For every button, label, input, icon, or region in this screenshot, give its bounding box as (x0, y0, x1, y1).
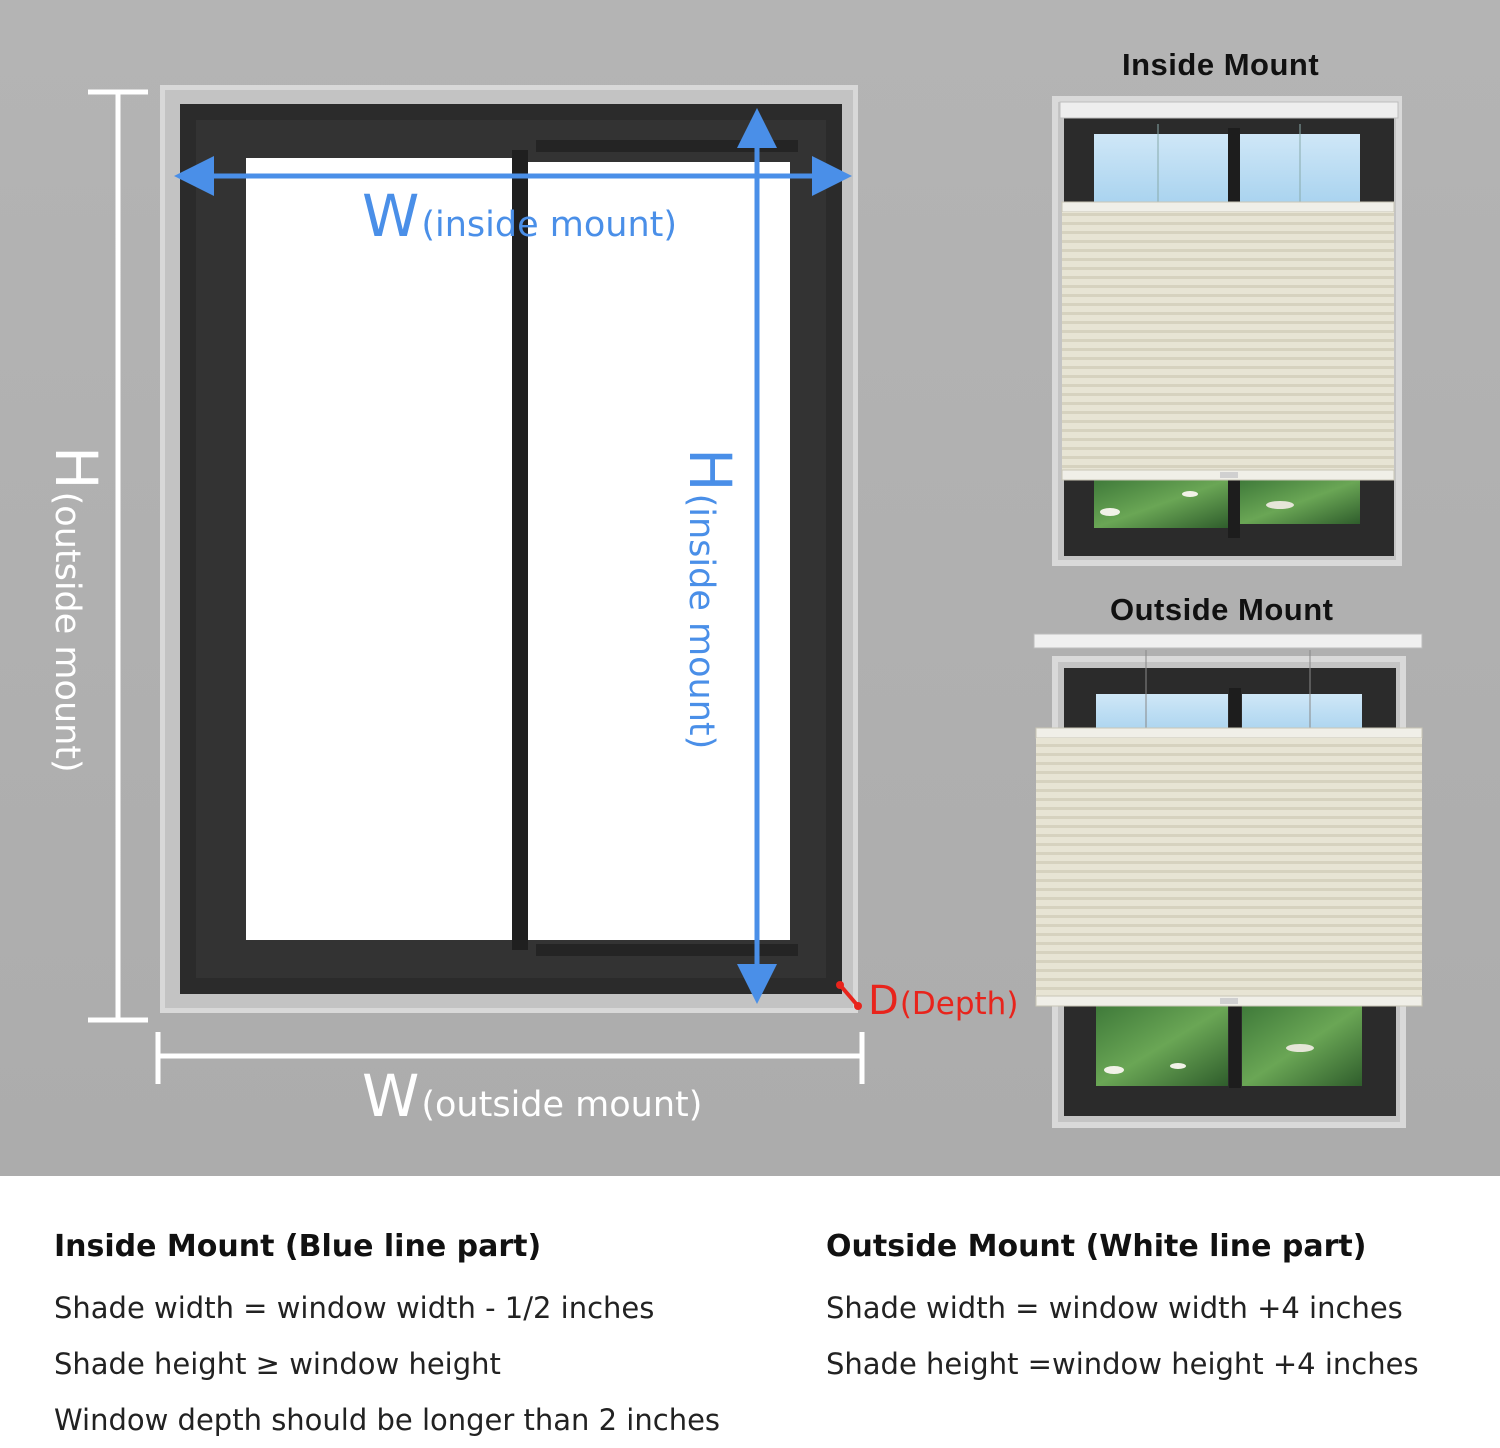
window-depth-rule: Window depth should be longer than 2 inc… (54, 1403, 721, 1437)
outside-height-line (88, 89, 148, 1023)
inside-mount-title: Inside Mount (1122, 47, 1320, 82)
outside-shade-height-rule: Shade height =window height +4 inches (826, 1347, 1419, 1381)
outside-mount-instructions: Outside Mount (White line part) Shade wi… (826, 1224, 1419, 1392)
measurement-diagram: W(inside mount) H(inside mount) H(outsid… (42, 85, 1423, 1130)
inside-width-label: W(inside mount) (362, 182, 677, 250)
inside-shade-width-rule: Shade width = window width - 1/2 inches (54, 1291, 655, 1325)
left-glass-pane (246, 158, 512, 940)
outside-mount-title: Outside Mount (1110, 592, 1334, 627)
outside-height-label: H(outside mount) (42, 446, 110, 773)
inside-mount-instructions: Inside Mount (Blue line part) Shade widt… (54, 1224, 720, 1448)
outside-mount-example (1033, 633, 1423, 1128)
outside-shade-width-rule: Shade width = window width +4 inches (826, 1291, 1403, 1325)
outside-mount-heading: Outside Mount (White line part) (826, 1229, 1367, 1264)
inside-mount-heading: Inside Mount (Blue line part) (54, 1229, 542, 1264)
outside-width-line (155, 1032, 865, 1084)
outside-width-label: W(outside mount) (362, 1062, 702, 1130)
depth-label: D(Depth) (868, 978, 1018, 1024)
depth-line (836, 981, 862, 1010)
inside-mount-example (1052, 96, 1402, 566)
inside-shade-height-rule: Shade height ≥ window height (54, 1347, 501, 1381)
inside-height-label: H(inside mount) (676, 448, 744, 749)
instructions-panel: Inside Mount (Blue line part) Shade widt… (0, 1176, 1500, 1438)
right-glass-pane (528, 162, 790, 940)
